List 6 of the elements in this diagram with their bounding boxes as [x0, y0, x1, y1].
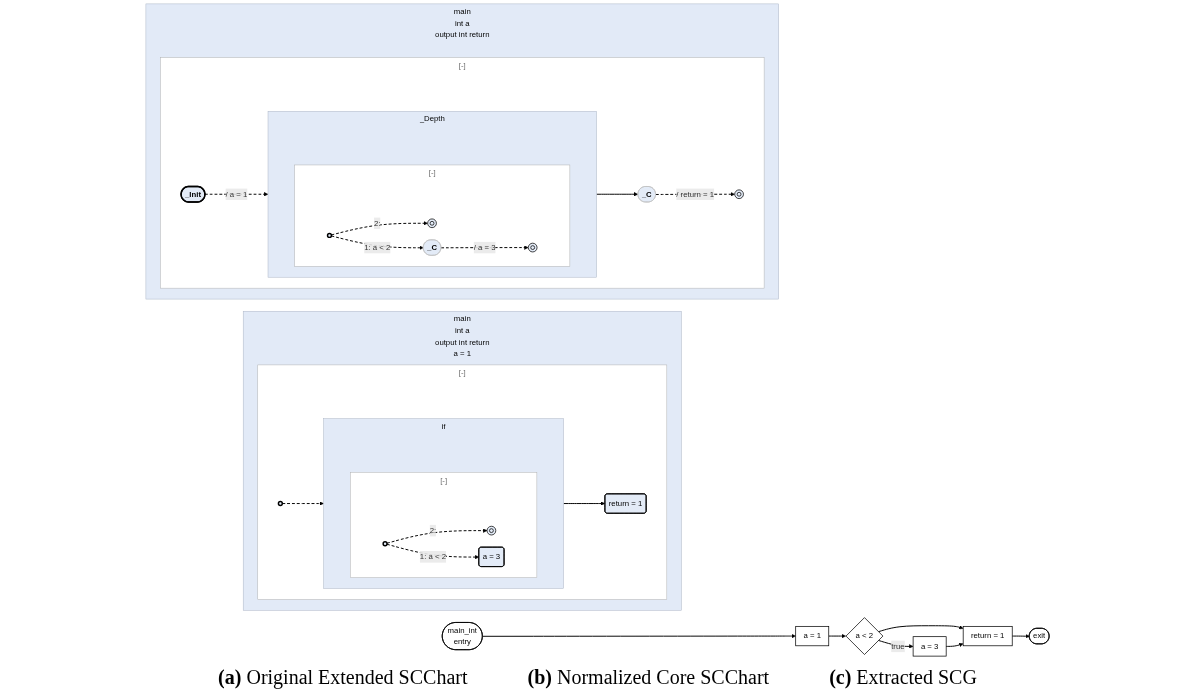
node-circle: [382, 541, 388, 547]
node-circle: [277, 500, 284, 507]
figure-caption: (a) Original Extended SCChart: [218, 666, 468, 689]
figure-caption: (c) Extracted SCG: [829, 666, 977, 689]
node-circle: [326, 232, 333, 239]
figure-caption: (b) Normalized Core SCChart: [527, 666, 770, 689]
